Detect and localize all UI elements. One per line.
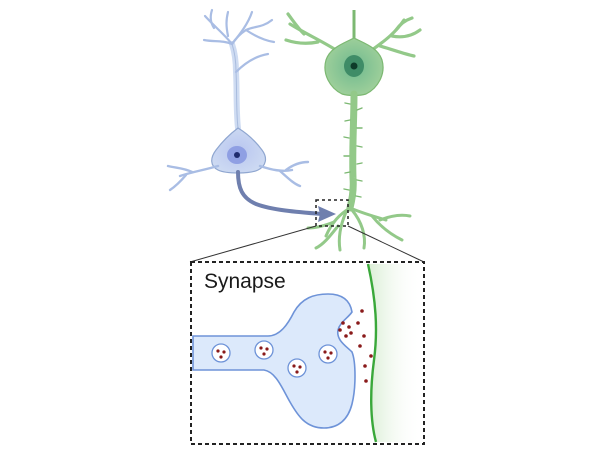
zoom-line-right [347,225,425,263]
synaptic-vesicle [318,344,338,364]
inset-title: Synapse [204,270,286,293]
synaptic-vesicle [287,358,307,378]
postsynaptic-spines [343,102,363,198]
presynaptic-basal-dendrites [166,160,310,192]
postsynaptic-trunk [346,90,358,212]
presynaptic-terminal [192,293,356,429]
postsynaptic-region [368,264,422,442]
neurotransmitter-molecules [338,309,373,383]
zoom-indicator [189,199,425,263]
zoom-source-box [315,199,349,227]
zoom-line-left [189,225,317,263]
postsynaptic-nucleolus [350,62,358,70]
presynaptic-nucleolus [234,152,240,158]
presynaptic-neuron [166,8,336,222]
postsynaptic-upper-branches [284,12,422,58]
synapse-inset [190,261,425,445]
presynaptic-axon [236,170,324,216]
postsynaptic-membrane [366,263,378,443]
presynaptic-upper-branches [202,8,276,74]
postsynaptic-neuron [284,10,422,252]
axon-arrowhead [318,206,336,222]
synaptic-vesicle [254,340,274,360]
synaptic-vesicle [211,343,231,363]
